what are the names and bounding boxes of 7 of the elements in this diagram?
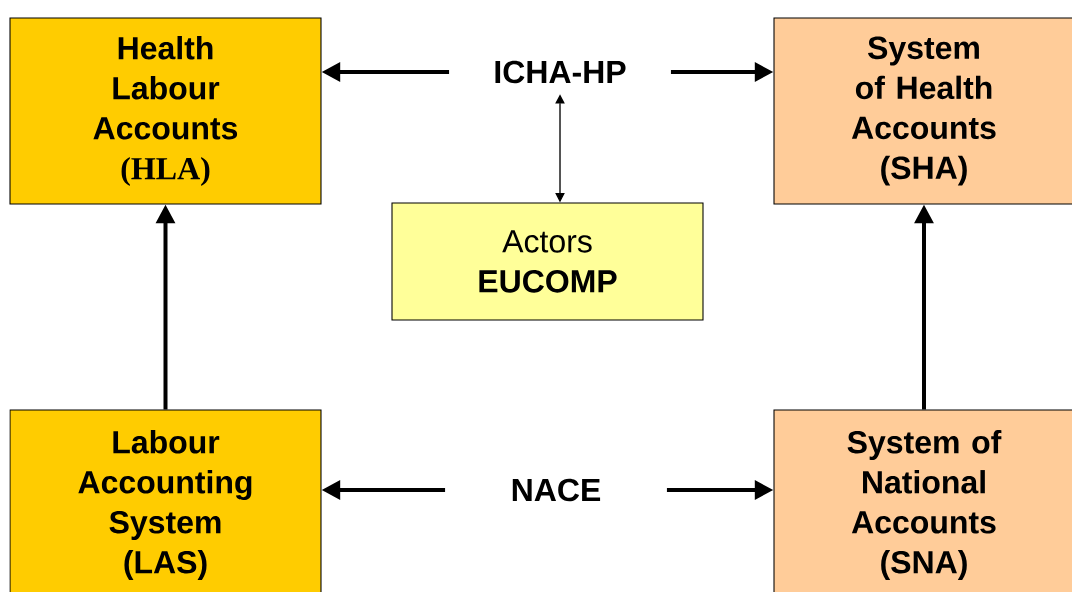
- account-box: Labour Accounting System (LAS): [9, 409, 322, 592]
- account-box: System of Health Accounts (SHA): [773, 17, 1072, 205]
- account-box: Health Labour Accounts (HLA): [9, 17, 322, 205]
- label-text: ICHA-HP: [495, 60, 626, 84]
- actors-box: Actors EUCOMP: [391, 202, 704, 321]
- label-text: NACE: [512, 478, 601, 502]
- account-box: System of National Accounts (SNA): [773, 409, 1072, 592]
